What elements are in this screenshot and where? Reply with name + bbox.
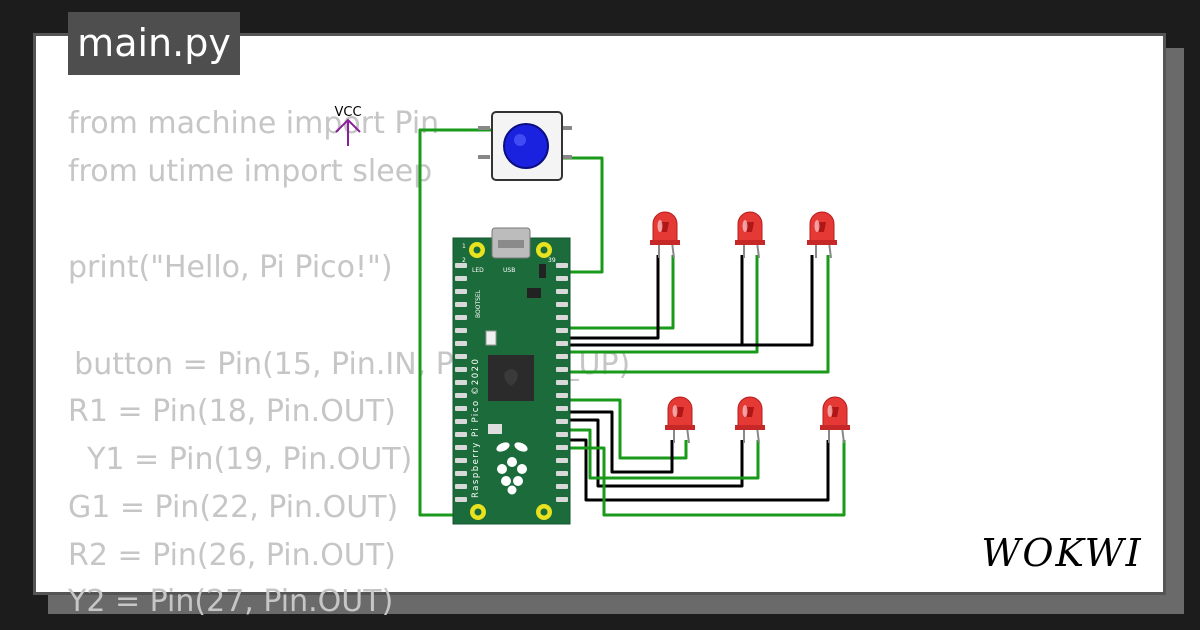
- wire-button-left: [418, 128, 492, 517]
- code-line: G1 = Pin(22, Pin.OUT): [68, 490, 399, 525]
- header-pin: [556, 354, 568, 359]
- header-pin: [455, 458, 467, 463]
- wire-led4-cathode: [556, 410, 674, 474]
- header-pin: [455, 289, 467, 294]
- code-line: Y1 = Pin(19, Pin.OUT): [68, 442, 413, 477]
- header-pin: [556, 484, 568, 489]
- pin-header-left: [455, 263, 467, 502]
- header-pin: [556, 380, 568, 385]
- header-pin: [556, 458, 568, 463]
- header-pin: [455, 432, 467, 437]
- header-pin: [455, 302, 467, 307]
- pico-board: 1 2 39 LED USB BOOTSEL Raspberry Pi Pico…: [452, 227, 571, 525]
- header-pin: [455, 445, 467, 450]
- wire-led1-cathode: [556, 255, 660, 340]
- header-pin: [556, 302, 568, 307]
- header-pin: [556, 263, 568, 268]
- preview-card: from machine import Pin from utime impor…: [33, 33, 1166, 619]
- header-pin: [556, 471, 568, 476]
- header-pin: [556, 406, 568, 411]
- led-2[interactable]: [735, 211, 765, 259]
- raspberry-pi-logo-icon: [496, 442, 528, 495]
- wire-led5-cathode: [556, 418, 744, 488]
- code-line: R1 = Pin(18, Pin.OUT): [68, 394, 396, 429]
- wire-led6-cathode: [556, 438, 830, 502]
- pushbutton[interactable]: [478, 111, 572, 181]
- wire-led4-anode: [556, 398, 688, 460]
- header-pin: [455, 497, 467, 502]
- header-pin: [455, 354, 467, 359]
- vcc-arrow-icon: [335, 118, 361, 146]
- usb-label: USB: [503, 267, 515, 274]
- header-pin: [455, 276, 467, 281]
- led-3[interactable]: [807, 211, 837, 259]
- pin-label: 2: [462, 257, 466, 264]
- header-pin: [556, 315, 568, 320]
- header-pin: [556, 432, 568, 437]
- vcc-label: VCC: [334, 105, 361, 120]
- header-pin: [455, 341, 467, 346]
- header-pin: [556, 445, 568, 450]
- header-pin: [455, 406, 467, 411]
- header-pin: [556, 393, 568, 398]
- wire-led5-anode: [556, 428, 760, 480]
- pin-header-right: [556, 263, 568, 502]
- wire-led3-anode: [556, 255, 830, 374]
- led-6[interactable]: [820, 396, 850, 444]
- led-group: [650, 211, 850, 444]
- header-pin: [556, 328, 568, 333]
- wire-led6-anode: [556, 440, 846, 517]
- code-line: R2 = Pin(26, Pin.OUT): [68, 538, 396, 573]
- code-line: print("Hello, Pi Pico!"): [68, 250, 393, 285]
- led-4[interactable]: [665, 396, 695, 444]
- header-pin: [455, 419, 467, 424]
- header-pin: [556, 276, 568, 281]
- header-pin: [455, 484, 467, 489]
- wire-button-right: [556, 156, 604, 274]
- pushbutton-cap[interactable]: [503, 123, 549, 169]
- code-background: from machine import Pin from utime impor…: [36, 36, 1163, 619]
- header-pin: [455, 328, 467, 333]
- header-pin: [556, 289, 568, 294]
- wires: [418, 128, 846, 517]
- code-line: from machine import Pin: [68, 106, 440, 141]
- code-line: Y2 = Pin(27, Pin.OUT): [68, 584, 394, 619]
- bootsel-button[interactable]: [485, 330, 497, 346]
- header-pin: [455, 380, 467, 385]
- raspberry-chip-logo-icon: [504, 369, 518, 386]
- wire-led2-cathode: [556, 255, 744, 347]
- board-name: Raspberry Pi Pico ©2020: [471, 358, 481, 498]
- header-pin: [556, 367, 568, 372]
- header-pin: [556, 497, 568, 502]
- wire-led2-anode: [556, 255, 759, 354]
- vcc-symbol: VCC: [334, 105, 362, 146]
- header-pin: [455, 315, 467, 320]
- header-pin: [455, 263, 467, 268]
- led-5[interactable]: [735, 396, 765, 444]
- pin-label: 1: [462, 243, 466, 250]
- led-1[interactable]: [650, 211, 680, 259]
- onboard-led: [539, 264, 546, 278]
- header-pin: [455, 471, 467, 476]
- header-pin: [556, 419, 568, 424]
- file-tab[interactable]: main.py: [68, 12, 240, 75]
- led-label: LED: [472, 267, 484, 274]
- pin-label: 39: [548, 257, 556, 264]
- header-pin: [455, 393, 467, 398]
- wire-led3-cathode: [556, 255, 814, 347]
- header-pin: [455, 367, 467, 372]
- wokwi-logo: WOKWI: [981, 531, 1142, 575]
- header-pin: [556, 341, 568, 346]
- bootsel-label: BOOTSEL: [475, 289, 482, 318]
- wire-led1-anode: [556, 255, 675, 330]
